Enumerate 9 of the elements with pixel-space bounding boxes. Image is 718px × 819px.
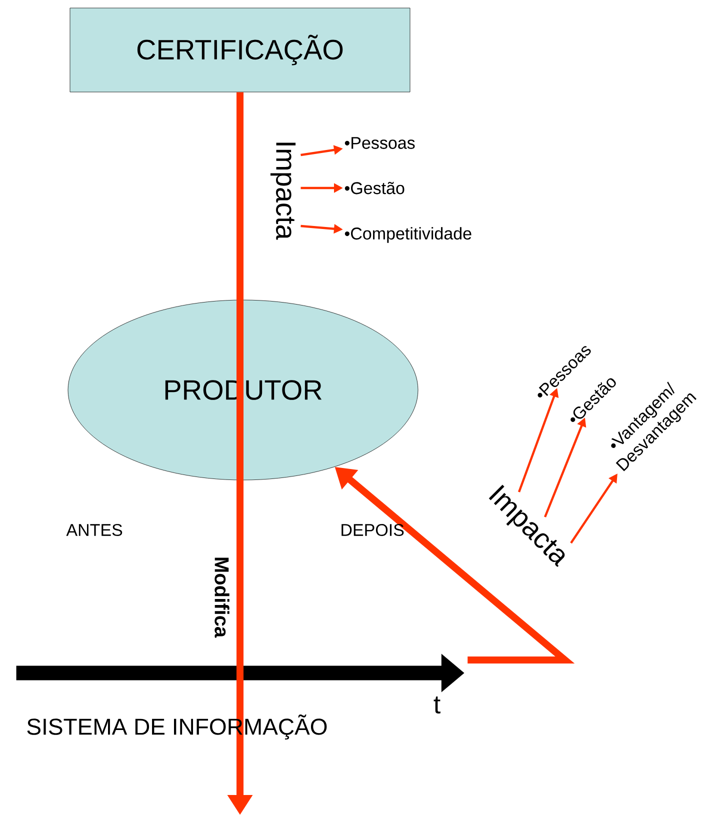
verb-label: Modifica bbox=[214, 558, 230, 638]
time-axis bbox=[16, 654, 464, 692]
impact-item: •Competitividade bbox=[344, 227, 472, 243]
impact-item: •Gestão bbox=[344, 182, 404, 194]
period-label: DEPOIS bbox=[342, 524, 404, 536]
impact-item: •Pessoas bbox=[344, 137, 415, 149]
period-label: ANTES bbox=[66, 524, 122, 536]
verb-label: Impacta bbox=[270, 142, 296, 240]
certification-box: CERTIFICAÇÃO bbox=[70, 8, 410, 92]
